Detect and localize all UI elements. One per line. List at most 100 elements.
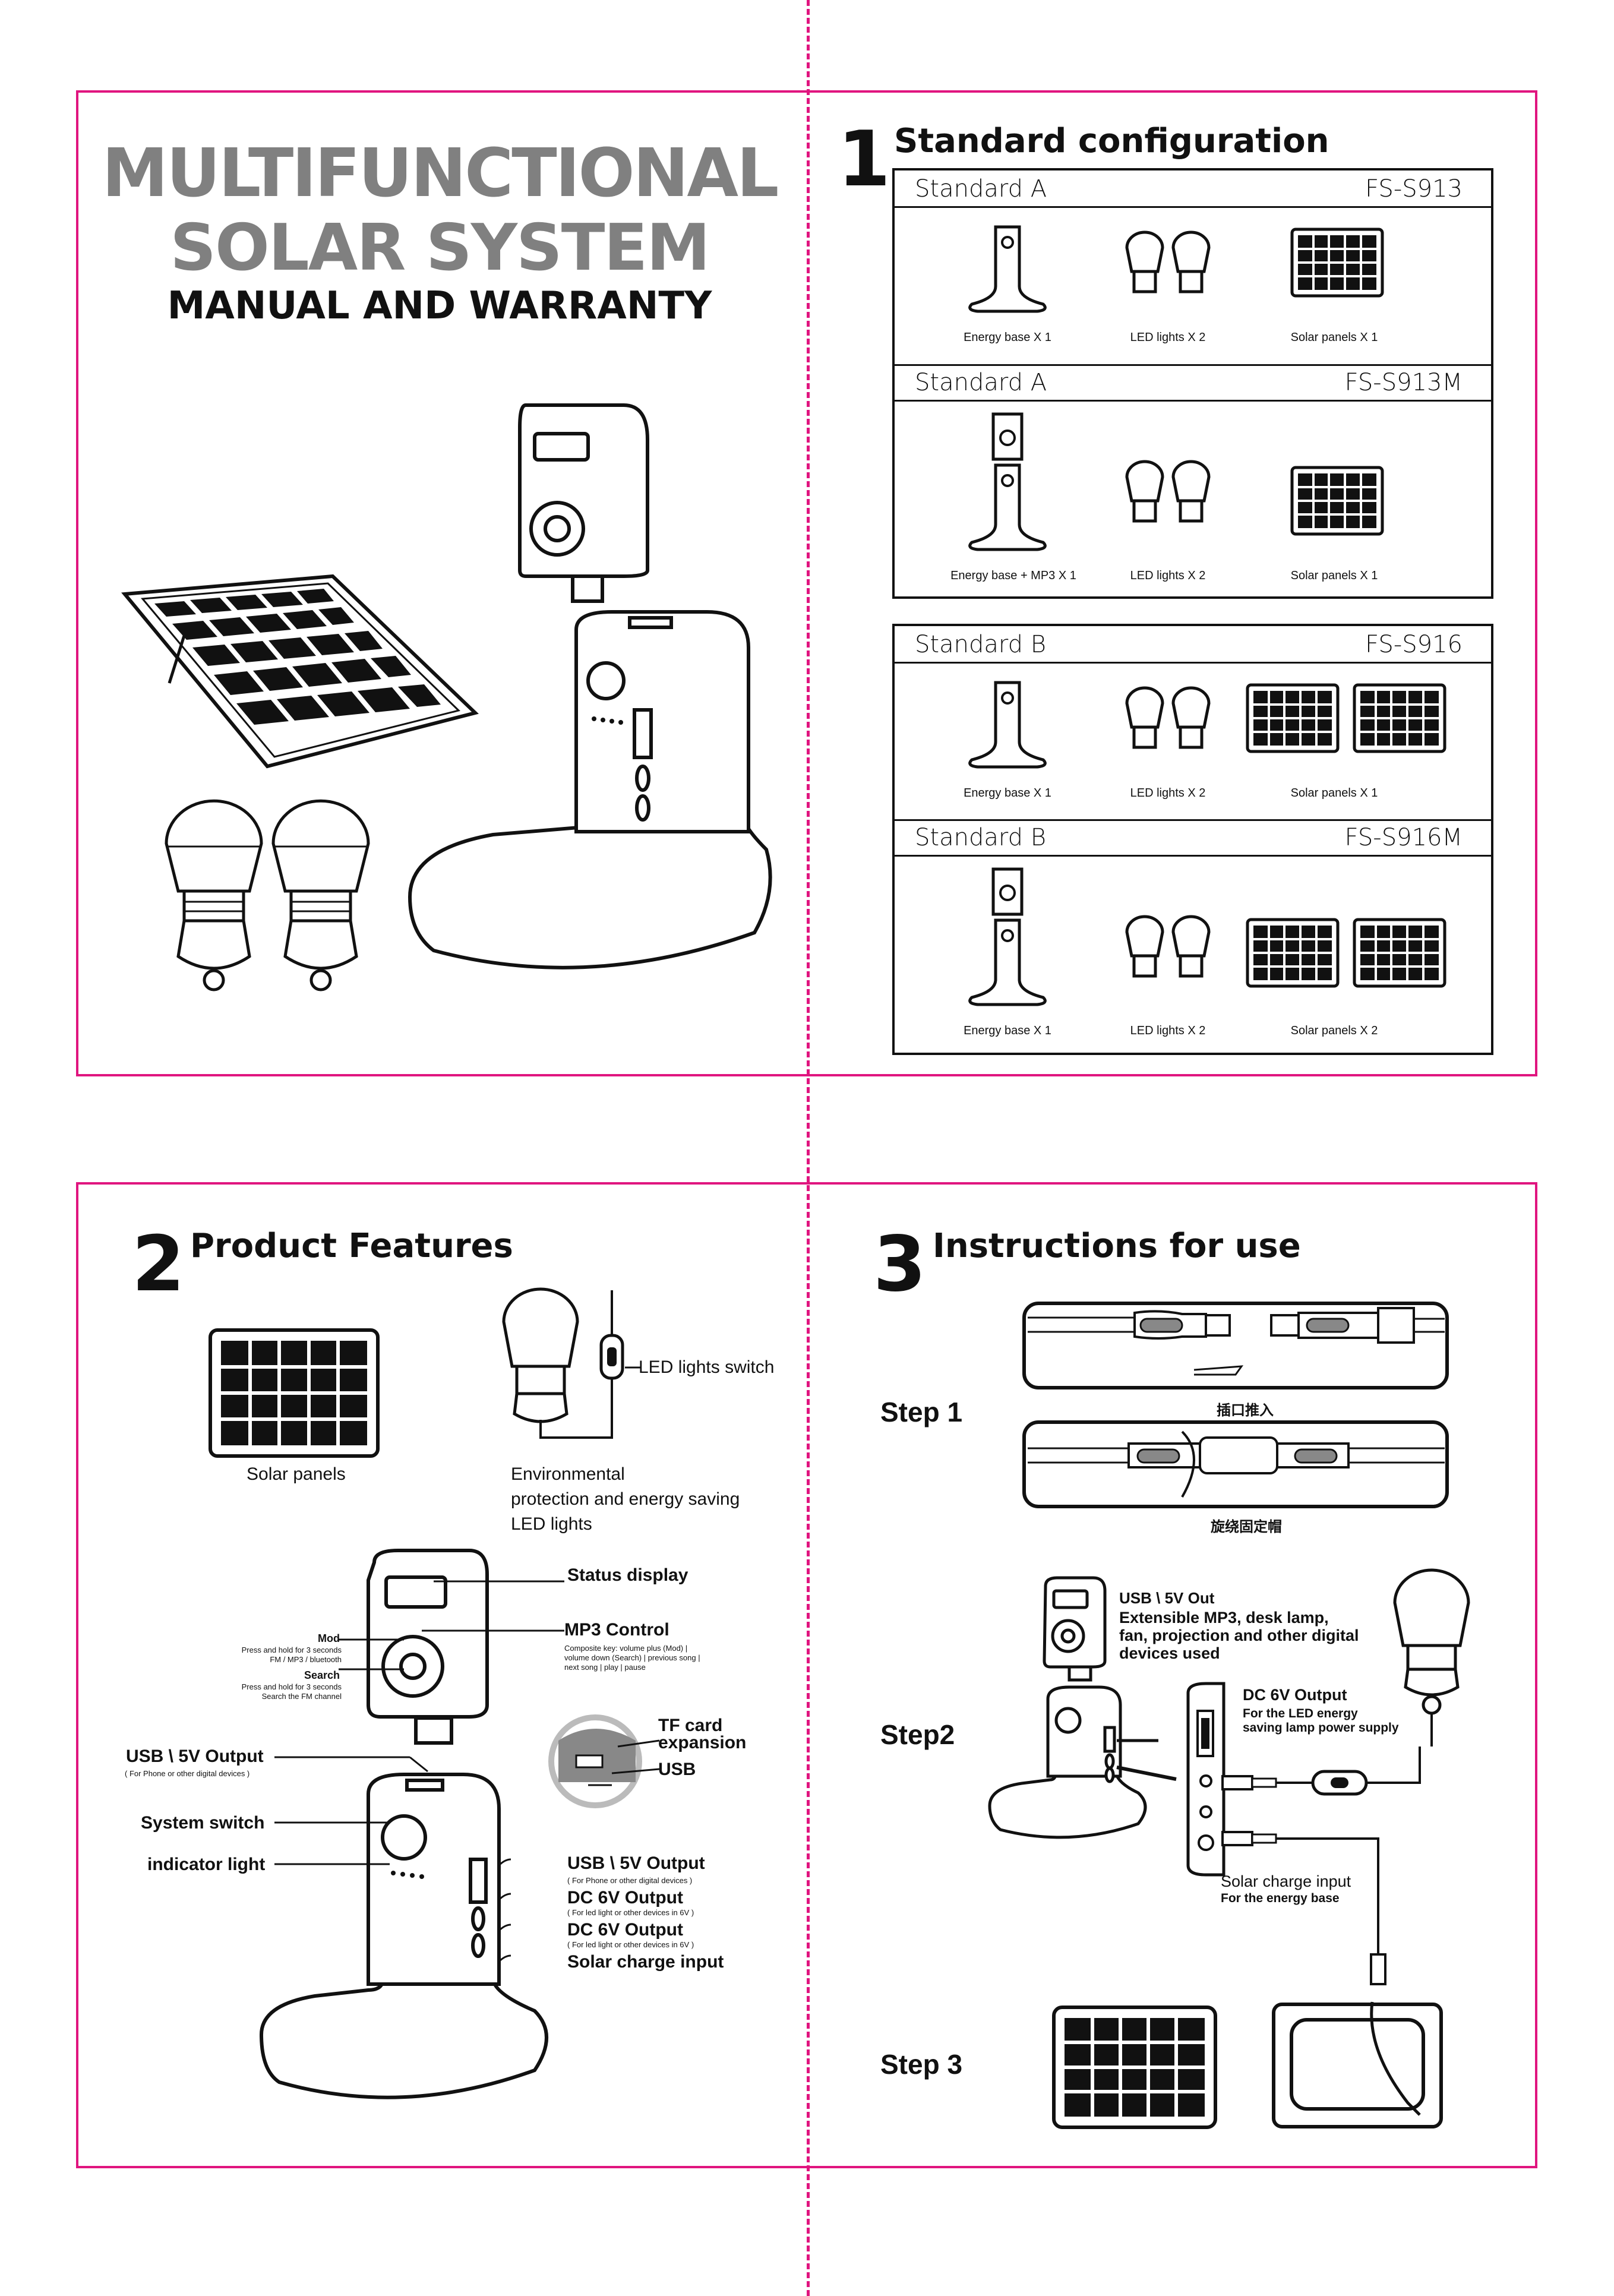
- label-solar-panels: Solar panels: [247, 1464, 346, 1484]
- label-tf-line2: expansion: [658, 1733, 747, 1752]
- item-caption: Energy base X 1: [964, 787, 1051, 800]
- led-bulbs-icon: [1125, 230, 1211, 293]
- item-caption: Solar panels X 1: [1290, 331, 1378, 344]
- cover-solar-panel-illustration: [121, 574, 479, 769]
- leader-line-step2: [1116, 1766, 1177, 1781]
- energy-base-icon: [968, 681, 1047, 769]
- item-caption: LED lights X 2: [1130, 331, 1206, 344]
- usb-output-left-note: ( For Phone or other digital devices ): [125, 1769, 250, 1778]
- label-dc-6v-output: DC 6V Output: [1243, 1686, 1347, 1704]
- label-search: Search: [304, 1669, 340, 1681]
- label-solar-charge-input: Solar charge input: [567, 1952, 724, 1972]
- leader-lines-base: [274, 1756, 511, 1963]
- item-caption: Solar panels X 2: [1290, 1024, 1378, 1037]
- section2-heading: Product Features: [190, 1227, 513, 1265]
- config-model: FS-S913: [1365, 175, 1463, 203]
- tf-card-detail-icon: [548, 1714, 660, 1808]
- cover-led-bulbs-illustration: [165, 799, 370, 991]
- label-usb-output-right: USB \ 5V Output: [567, 1853, 705, 1873]
- step2-port-panel: [1186, 1682, 1225, 1877]
- search-note-2: Search the FM channel: [261, 1692, 342, 1701]
- leader-lines-mp3: [339, 1580, 564, 1670]
- label-tf-line1: TF card: [658, 1716, 723, 1735]
- label-ext-line1: Extensible MP3, desk lamp,: [1119, 1609, 1329, 1627]
- step3-solar-panel-icon: [1052, 2006, 1217, 2129]
- solar-panels-pair-icon: [1246, 918, 1446, 988]
- config-name: Standard A: [915, 175, 1047, 203]
- label-cn-twist: 旋绕固定帽: [1211, 1519, 1282, 1535]
- label-indicator-light: indicator light: [147, 1855, 266, 1874]
- config-row-fs-s913: Standard A FS-S913 Energy base X 1 LED l…: [895, 170, 1491, 366]
- label-ext-line3: devices used: [1119, 1644, 1220, 1662]
- config-header: Standard B FS-S916: [895, 626, 1491, 664]
- features-solar-panel-icon: [209, 1328, 380, 1458]
- label-mp3-control: MP3 Control: [564, 1620, 669, 1640]
- mp3-note-2: volume down (Search) | previous song |: [564, 1653, 700, 1662]
- mod-note-1: Press and hold for 3 seconds: [241, 1646, 342, 1654]
- led-bulbs-icon: [1125, 686, 1211, 749]
- config-name: Standard B: [915, 631, 1046, 658]
- mp3-note-1: Composite key: volume plus (Mod) |: [564, 1644, 688, 1653]
- section1-number: 1: [838, 115, 891, 204]
- leader-line: [625, 1366, 642, 1369]
- mod-note-2: FM / MP3 / bluetooth: [270, 1655, 342, 1664]
- step3-label: Step 3: [880, 2049, 963, 2080]
- led-bulbs-icon: [1125, 915, 1211, 978]
- search-note-1: Press and hold for 3 seconds: [241, 1682, 342, 1691]
- label-system-switch: System switch: [141, 1813, 265, 1833]
- config-box-standard-a: Standard A FS-S913 Energy base X 1 LED l…: [892, 168, 1493, 599]
- config-name: Standard B: [915, 824, 1046, 851]
- solar-panel-icon: [1290, 466, 1384, 536]
- label-ext-line2: fan, projection and other digital: [1119, 1627, 1359, 1644]
- panel-bottom: [76, 1182, 1537, 2168]
- step2-mp3-module-icon: [1043, 1576, 1107, 1682]
- config-model: FS-S916: [1365, 631, 1463, 658]
- label-led-switch: LED lights switch: [639, 1357, 775, 1377]
- cover-title-line2: SOLAR SYSTEM: [170, 211, 710, 285]
- config-header: Standard A FS-S913M: [895, 364, 1491, 402]
- label-dc-note-2: saving lamp power supply: [1243, 1721, 1399, 1735]
- step2-solar-cable: [1221, 1831, 1386, 1985]
- section3-number: 3: [873, 1220, 927, 1309]
- config-header: Standard B FS-S916M: [895, 819, 1491, 857]
- solar-panels-pair-icon: [1246, 683, 1446, 753]
- config-name: Standard A: [915, 369, 1047, 396]
- dc-output-2-note: ( For led light or other devices in 6V ): [567, 1940, 694, 1949]
- label-solar-note: For the energy base: [1221, 1891, 1340, 1905]
- config-row-fs-s916: Standard B FS-S916 Energy base X 1 LED l…: [895, 626, 1491, 821]
- cover-subtitle: MANUAL AND WARRANTY: [167, 284, 712, 328]
- label-usb: USB: [658, 1760, 696, 1779]
- step1-label: Step 1: [880, 1397, 963, 1428]
- energy-base-mp3-icon: [968, 867, 1047, 1006]
- item-caption: Solar panels X 1: [1290, 787, 1378, 800]
- label-status-display: Status display: [567, 1565, 688, 1585]
- label-solar-charge-input-step2: Solar charge input: [1221, 1872, 1351, 1890]
- step2-energy-base-icon: [988, 1685, 1158, 1839]
- step3-solar-panel-back-icon: [1272, 2001, 1443, 2128]
- config-model: FS-S913M: [1344, 369, 1463, 396]
- label-dc-output-1: DC 6V Output: [567, 1888, 683, 1907]
- mp3-module-illustration: [367, 1549, 489, 1745]
- step2-bulb-icon: [1393, 1568, 1470, 1747]
- section1-heading: Standard configuration: [894, 122, 1329, 160]
- section3-heading: Instructions for use: [933, 1227, 1301, 1265]
- item-caption: LED lights X 2: [1130, 569, 1206, 582]
- label-env-line2: protection and energy saving: [511, 1489, 740, 1509]
- label-dc-output-2: DC 6V Output: [567, 1920, 683, 1940]
- panel-cover: [76, 90, 1537, 1076]
- dc-output-1-note: ( For led light or other devices in 6V ): [567, 1908, 694, 1917]
- item-caption: Solar panels X 1: [1290, 569, 1378, 582]
- energy-base-mp3-icon: [968, 412, 1047, 551]
- config-header: Standard A FS-S913: [895, 170, 1491, 208]
- label-mod: Mod: [318, 1632, 340, 1644]
- cover-energy-base-illustration: [408, 403, 772, 969]
- config-row-fs-s913m: Standard A FS-S913M Energy base + MP3 X …: [895, 364, 1491, 599]
- item-caption: LED lights X 2: [1130, 1024, 1206, 1037]
- step1-connector-diagram-bottom: [1022, 1420, 1449, 1508]
- step1-connector-diagram-top: [1022, 1302, 1449, 1389]
- usb-output-right-note: ( For Phone or other digital devices ): [567, 1876, 693, 1885]
- step2-label: Step2: [880, 1719, 955, 1750]
- config-box-standard-b: Standard B FS-S916 Energy base X 1 LED l…: [892, 624, 1493, 1055]
- features-led-bulb-switch-icon: [502, 1287, 624, 1439]
- config-model: FS-S916M: [1344, 824, 1463, 851]
